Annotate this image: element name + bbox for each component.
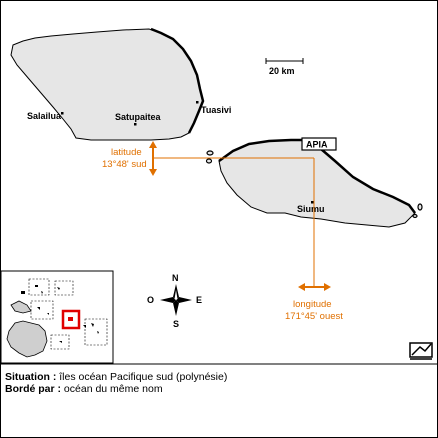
scale-label: 20 km xyxy=(269,66,295,76)
border-value: océan du même nom xyxy=(61,383,163,395)
inset-zone-3 xyxy=(84,318,108,346)
inset-map xyxy=(1,270,114,364)
compass-e: E xyxy=(196,295,202,305)
marker-salailua xyxy=(61,112,64,115)
islet-apolima xyxy=(205,158,213,164)
inset-zone-2 xyxy=(54,280,74,296)
inset-samoa xyxy=(68,317,73,321)
compass-rose: N S O E xyxy=(147,273,202,329)
islet-nuutele xyxy=(417,203,423,211)
marker-satupaitea xyxy=(134,123,137,126)
inset-samoa-highlight xyxy=(61,309,81,330)
latitude-arrow xyxy=(149,141,157,176)
situation-label: Situation : xyxy=(5,371,57,383)
latitude-title: latitude xyxy=(111,147,142,158)
label-satupaitea: Satupaitea xyxy=(115,112,162,122)
longitude-arrow xyxy=(298,283,331,291)
apia-label-box xyxy=(301,137,337,151)
inset-zone-5 xyxy=(50,334,70,350)
compass-n: N xyxy=(172,273,179,283)
islet-nuulua xyxy=(412,213,418,219)
border-label: Bordé par : xyxy=(5,383,62,395)
border-row: Bordé par : océan du même nom xyxy=(5,383,227,395)
compass-w: O xyxy=(147,295,154,305)
compass-s: S xyxy=(173,319,179,329)
inset-zone-4 xyxy=(30,300,54,320)
longitude-value: 171°45' ouest xyxy=(285,311,343,322)
capital-apia: APIA xyxy=(301,137,337,151)
islet-manono xyxy=(206,150,214,156)
label-siumu: Siumu xyxy=(297,204,325,214)
latitude-value: 13°48' sud xyxy=(102,159,147,170)
savaii-island xyxy=(10,28,204,141)
savaii-coast-thick xyxy=(150,27,205,134)
inset-zone-1 xyxy=(28,278,50,296)
scale-bar: 20 km xyxy=(265,58,304,76)
label-apia: APIA xyxy=(306,140,328,150)
info-panel: Situation : îles océan Pacifique sud (po… xyxy=(5,371,227,395)
label-tuasivi: Tuasivi xyxy=(201,105,231,115)
inset-australia xyxy=(6,320,48,358)
situation-row: Situation : îles océan Pacifique sud (po… xyxy=(5,371,227,383)
marker-siumu xyxy=(311,201,314,204)
label-salailua: Salailua xyxy=(27,111,62,121)
longitude-title: longitude xyxy=(293,299,332,310)
situation-value: îles océan Pacifique sud (polynésie) xyxy=(56,371,228,383)
marker-tuasivi xyxy=(196,101,199,104)
map-fold-icon[interactable] xyxy=(409,342,433,360)
